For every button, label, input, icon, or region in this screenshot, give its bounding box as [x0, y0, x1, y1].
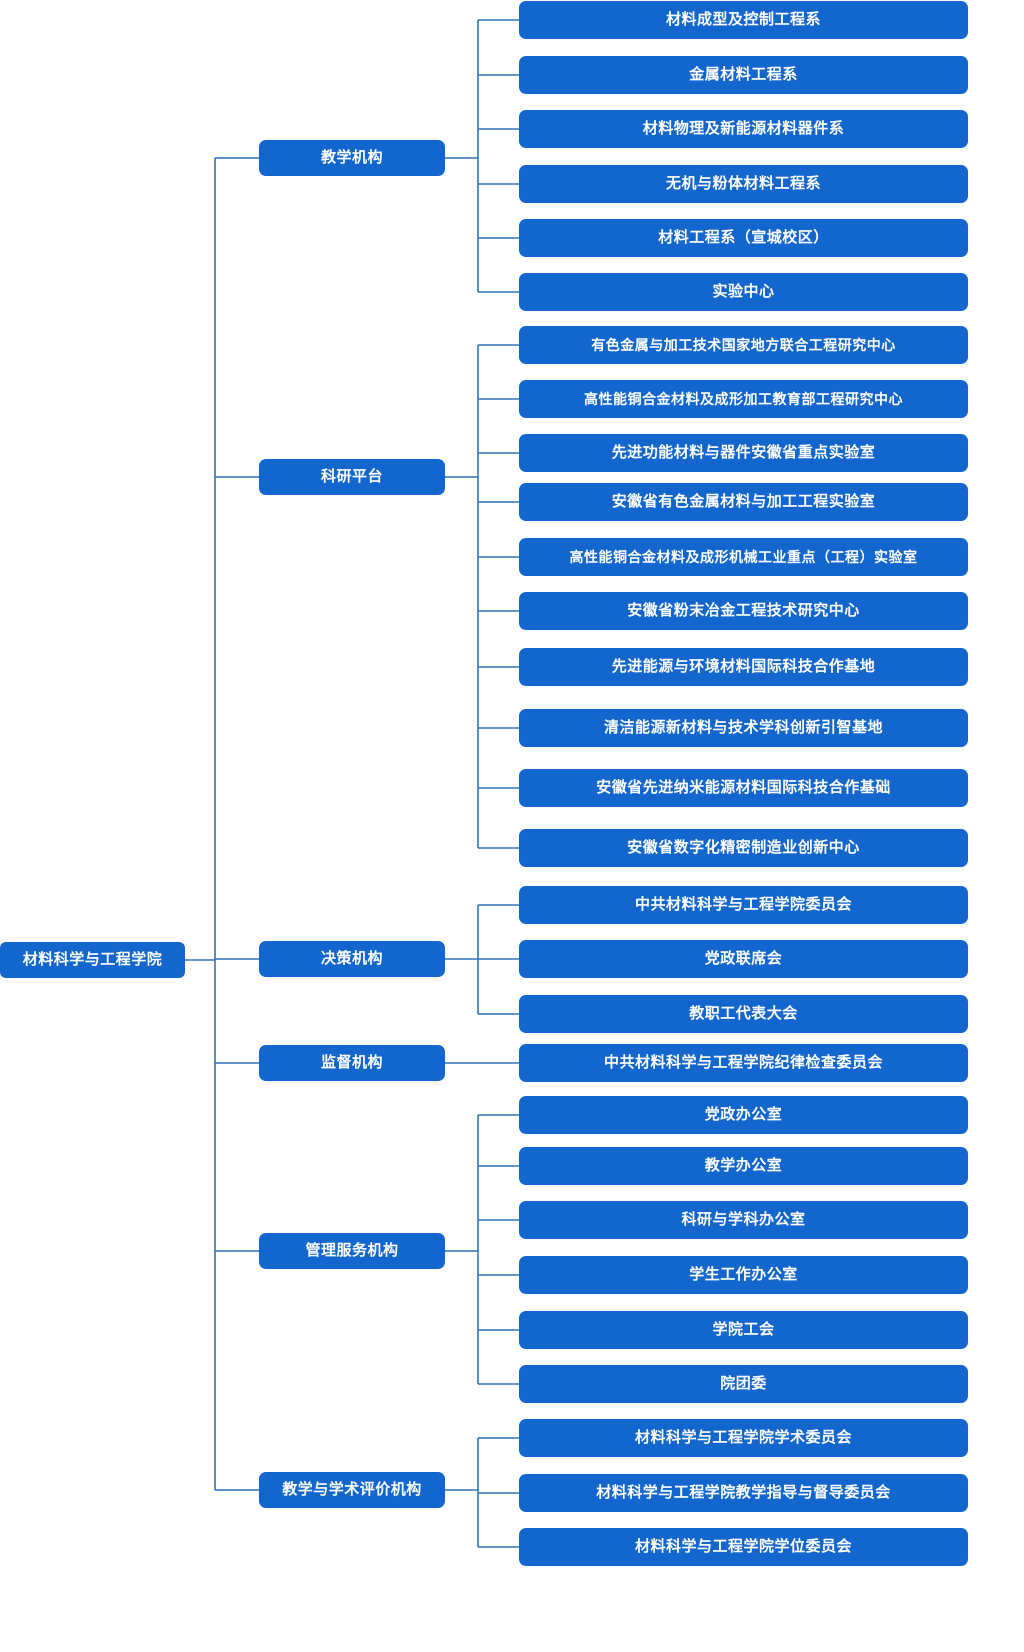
leaf-node[interactable]: 材料成型及控制工程系: [519, 1, 968, 39]
category-node-jiaoxue-jigou[interactable]: 教学机构: [259, 140, 445, 176]
leaf-node[interactable]: 材料科学与工程学院学术委员会: [519, 1419, 968, 1457]
leaf-node[interactable]: 先进能源与环境材料国际科技合作基地: [519, 648, 968, 686]
leaf-node[interactable]: 材料工程系（宣城校区）: [519, 219, 968, 257]
leaf-node[interactable]: 安徽省数字化精密制造业创新中心: [519, 829, 968, 867]
leaf-node[interactable]: 安徽省先进纳米能源材料国际科技合作基础: [519, 769, 968, 807]
leaf-node[interactable]: 高性能铜合金材料及成形机械工业重点（工程）实验室: [519, 538, 968, 576]
leaf-node[interactable]: 教学办公室: [519, 1147, 968, 1185]
leaf-node[interactable]: 材料科学与工程学院教学指导与督导委员会: [519, 1474, 968, 1512]
category-node-keyan-pingtai[interactable]: 科研平台: [259, 459, 445, 495]
leaf-node[interactable]: 先进功能材料与器件安徽省重点实验室: [519, 434, 968, 472]
leaf-node[interactable]: 材料物理及新能源材料器件系: [519, 110, 968, 148]
leaf-node[interactable]: 无机与粉体材料工程系: [519, 165, 968, 203]
category-node-juece-jigou[interactable]: 决策机构: [259, 941, 445, 977]
root-node[interactable]: 材料科学与工程学院: [0, 942, 185, 978]
leaf-node[interactable]: 科研与学科办公室: [519, 1201, 968, 1239]
leaf-node[interactable]: 高性能铜合金材料及成形加工教育部工程研究中心: [519, 380, 968, 418]
category-node-jiandu-jigou[interactable]: 监督机构: [259, 1045, 445, 1081]
leaf-node[interactable]: 学院工会: [519, 1311, 968, 1349]
leaf-node[interactable]: 党政办公室: [519, 1096, 968, 1134]
leaf-node[interactable]: 清洁能源新材料与技术学科创新引智基地: [519, 709, 968, 747]
leaf-node[interactable]: 有色金属与加工技术国家地方联合工程研究中心: [519, 326, 968, 364]
leaf-node[interactable]: 安徽省粉末冶金工程技术研究中心: [519, 592, 968, 630]
leaf-node[interactable]: 安徽省有色金属材料与加工工程实验室: [519, 483, 968, 521]
leaf-node[interactable]: 院团委: [519, 1365, 968, 1403]
leaf-node[interactable]: 中共材料科学与工程学院纪律检查委员会: [519, 1044, 968, 1082]
category-node-guanli-fuwu-jigou[interactable]: 管理服务机构: [259, 1233, 445, 1269]
category-node-pingjia-jigou[interactable]: 教学与学术评价机构: [259, 1472, 445, 1508]
leaf-node[interactable]: 材料科学与工程学院学位委员会: [519, 1528, 968, 1566]
leaf-node[interactable]: 实验中心: [519, 273, 968, 311]
leaf-node[interactable]: 中共材料科学与工程学院委员会: [519, 886, 968, 924]
leaf-node[interactable]: 教职工代表大会: [519, 995, 968, 1033]
leaf-node[interactable]: 学生工作办公室: [519, 1256, 968, 1294]
leaf-node[interactable]: 金属材料工程系: [519, 56, 968, 94]
leaf-node[interactable]: 党政联席会: [519, 940, 968, 978]
